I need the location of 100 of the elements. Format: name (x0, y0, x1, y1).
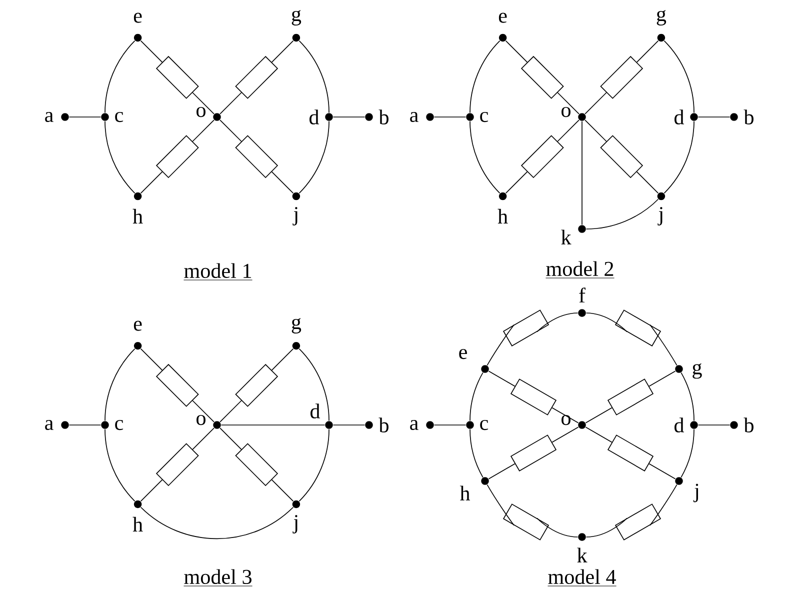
point-label: g (656, 10, 666, 26)
point-label: d (674, 110, 684, 124)
point-label: h (460, 486, 470, 500)
point-label: c (115, 112, 124, 122)
point-label: j (292, 206, 298, 226)
wire (220, 428, 242, 450)
wire (557, 92, 580, 114)
wire (220, 92, 242, 114)
wire (140, 479, 163, 502)
point-label: f (579, 288, 586, 302)
wire (552, 426, 579, 443)
point-label: g (292, 10, 302, 26)
point-label: g (292, 318, 302, 334)
point-label: c (480, 420, 488, 430)
wire (648, 370, 676, 387)
wire (486, 484, 514, 526)
wire (271, 479, 294, 502)
point-label: h (498, 208, 508, 224)
point-label: b (744, 418, 754, 432)
point-label: e (459, 348, 467, 360)
wire (104, 120, 136, 194)
point-label: d (310, 110, 319, 124)
point-label: c (480, 112, 488, 122)
wire (271, 40, 294, 63)
wire (650, 484, 678, 526)
wire (68, 424, 102, 426)
wire (650, 324, 678, 366)
model-caption: model 3 (183, 569, 253, 586)
wire (664, 40, 694, 114)
point-label: b (378, 110, 388, 124)
point-label: k (577, 548, 588, 562)
point-label: b (378, 418, 388, 432)
model-caption: model 4 (547, 569, 617, 586)
point-label: b (744, 110, 754, 124)
point-label: e (498, 12, 507, 23)
wire (298, 428, 330, 502)
wire (140, 506, 294, 540)
point-label: a (45, 420, 54, 430)
wire (332, 424, 366, 426)
wire (505, 40, 528, 63)
wire (434, 116, 466, 118)
wire (698, 424, 730, 426)
model-caption: model 2 (545, 261, 615, 278)
wire (557, 120, 580, 142)
wire (140, 40, 163, 63)
wire (298, 40, 330, 114)
wire (104, 428, 136, 502)
wire (586, 312, 628, 332)
point-label: a (410, 112, 418, 122)
wire (104, 40, 136, 114)
wire (470, 120, 500, 194)
wire (680, 428, 694, 478)
point-label: h (132, 208, 143, 224)
wire (636, 40, 659, 63)
point-label: o (562, 414, 570, 426)
wire (104, 348, 136, 422)
point-label: g (692, 363, 702, 379)
wire (505, 171, 528, 194)
wire (332, 116, 366, 118)
point-label: o (196, 106, 206, 118)
point-label: d (674, 418, 684, 432)
wire (434, 424, 466, 426)
point-label: e (134, 12, 142, 23)
wire (192, 120, 214, 142)
point-label: h (132, 516, 143, 532)
wire (664, 120, 694, 194)
wire (470, 372, 484, 422)
wire (586, 518, 628, 538)
wire (585, 426, 612, 443)
wire (470, 40, 500, 114)
wire (536, 518, 578, 538)
wire (636, 171, 659, 194)
point-label: a (45, 112, 54, 122)
point-label: e (134, 320, 142, 331)
wire (648, 463, 676, 480)
wire (552, 407, 579, 424)
point-label: c (115, 420, 124, 430)
wire (585, 407, 612, 424)
wire (192, 92, 214, 114)
wire (488, 370, 516, 387)
wire (298, 120, 330, 194)
wire (220, 424, 326, 426)
wire (298, 348, 330, 422)
wire (140, 348, 163, 371)
point-label: o (562, 106, 570, 118)
point-label: j (658, 206, 662, 226)
point-label: d (310, 404, 320, 418)
wire (536, 312, 578, 332)
point-label: a (410, 420, 418, 430)
wire (586, 198, 659, 230)
wire (192, 428, 214, 450)
wire (470, 428, 484, 478)
wire (68, 116, 102, 118)
wire (220, 120, 242, 142)
point-label: k (561, 230, 572, 244)
wire (220, 400, 242, 422)
point-label: o (196, 414, 206, 426)
wire (271, 348, 294, 371)
wire (488, 463, 516, 480)
wire (192, 400, 214, 422)
